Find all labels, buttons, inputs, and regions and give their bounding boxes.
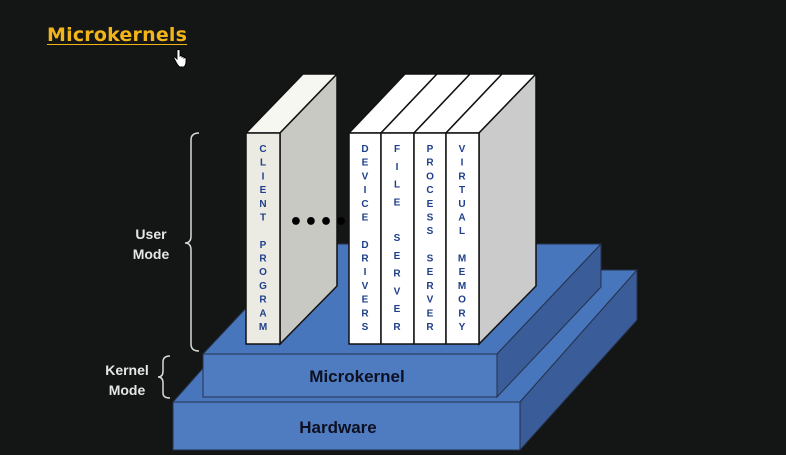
- file-server-letter: E: [394, 304, 401, 315]
- process-server-letter: S: [427, 226, 434, 237]
- process-server-letter: P: [427, 144, 434, 155]
- device-drivers-book: [348, 132, 382, 345]
- virtual-memory-letter: O: [458, 295, 466, 306]
- user-mode-line-2: Mode: [132, 246, 170, 262]
- device-drivers-letter: S: [362, 322, 369, 333]
- client-program-letter: I: [262, 171, 265, 182]
- client-program-letter: A: [259, 308, 266, 319]
- virtual-memory-letter: I: [461, 158, 464, 169]
- device-drivers-letter: E: [362, 158, 369, 169]
- device-drivers-letter: D: [361, 240, 368, 251]
- file-server-letter: E: [394, 197, 401, 208]
- virtual-memory-letter: T: [459, 185, 465, 196]
- device-drivers-letter: I: [364, 185, 367, 196]
- file-server-book: [380, 132, 415, 345]
- client-program-letter: T: [260, 212, 266, 223]
- client-program-letter: R: [259, 295, 267, 306]
- process-server-letter: S: [427, 254, 434, 265]
- process-server-letter: E: [427, 199, 434, 210]
- virtual-memory-letter: A: [458, 212, 465, 223]
- device-drivers-letter: I: [364, 267, 367, 278]
- virtual-memory-letter: E: [459, 267, 466, 278]
- process-server-letter: S: [427, 212, 434, 223]
- client-program-letter: R: [259, 254, 267, 265]
- process-server-letter: C: [426, 185, 433, 196]
- user-mode-brace: [184, 132, 200, 352]
- process-server-letter: V: [427, 295, 434, 306]
- client-program-letter: N: [259, 199, 266, 210]
- process-server-letter: R: [426, 158, 434, 169]
- file-server-letter: V: [394, 286, 401, 297]
- virtual-memory-letter: M: [458, 254, 466, 265]
- device-drivers-letter: R: [361, 308, 369, 319]
- client-program-letter: L: [260, 158, 266, 169]
- device-drivers-letter: V: [362, 281, 369, 292]
- file-server-letter: E: [394, 251, 401, 262]
- process-server-letter: E: [427, 267, 434, 278]
- process-server-letter: R: [426, 322, 434, 333]
- client-program-letter: C: [259, 144, 266, 155]
- virtual-memory-book: [445, 132, 480, 345]
- virtual-memory-letter: U: [458, 199, 465, 210]
- process-server-book: [413, 132, 447, 345]
- file-server-letter: I: [396, 162, 399, 173]
- device-drivers-letter: E: [362, 212, 369, 223]
- file-server-letter: R: [393, 269, 401, 280]
- file-server-letter: F: [394, 144, 400, 155]
- user-mode-line-1: User: [135, 226, 167, 242]
- client-program-letter: M: [259, 322, 267, 333]
- client-program-letter: P: [260, 240, 267, 251]
- file-server-letter: L: [394, 180, 400, 191]
- process-server-letter: O: [426, 171, 434, 182]
- hand-pointer-icon: [173, 49, 187, 68]
- microkernel-label: Microkernel: [309, 367, 404, 386]
- file-server-letter: S: [394, 233, 401, 244]
- client-program-letter: O: [259, 267, 267, 278]
- process-server-letter: E: [427, 308, 434, 319]
- device-drivers-letter: E: [362, 295, 369, 306]
- client-program-letter: E: [260, 185, 267, 196]
- hardware-label: Hardware: [299, 418, 376, 437]
- kernel-mode-line-2: Mode: [108, 382, 146, 398]
- client-program-book: [244, 72, 339, 346]
- process-server-letter: R: [426, 281, 434, 292]
- server-book-tops: [347, 73, 538, 134]
- virtual-memory-letter: R: [458, 171, 466, 182]
- kernel-mode-line-1: Kernel: [105, 362, 149, 378]
- virtual-memory-letter: L: [459, 226, 465, 237]
- server-book-spines: [348, 132, 480, 345]
- kernel-mode-brace: [157, 355, 171, 399]
- virtual-memory-letter: V: [459, 144, 466, 155]
- device-drivers-letter: R: [361, 254, 369, 265]
- client-program-letter: G: [259, 281, 267, 292]
- virtual-memory-letter: R: [458, 308, 466, 319]
- virtual-memory-letter: M: [458, 281, 466, 292]
- device-drivers-letter: C: [361, 199, 368, 210]
- virtual-memory-letter: Y: [459, 322, 466, 333]
- device-drivers-letter: V: [362, 171, 369, 182]
- ellipsis-dots: ••••: [289, 210, 349, 235]
- device-drivers-letter: D: [361, 144, 368, 155]
- file-server-letter: R: [393, 322, 401, 333]
- slide-title[interactable]: Microkernels: [47, 24, 188, 46]
